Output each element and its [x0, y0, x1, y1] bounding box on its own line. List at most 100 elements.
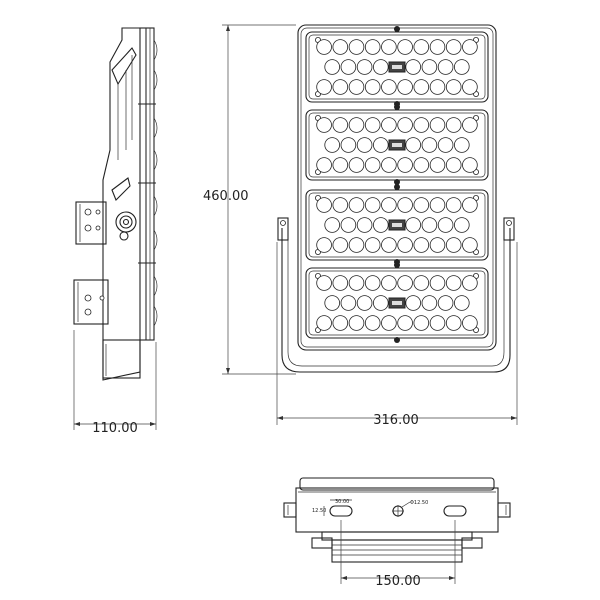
- led-lens: [397, 315, 413, 331]
- led-lens: [445, 315, 462, 331]
- connector-label-plate: [392, 143, 402, 147]
- led-lens: [340, 295, 357, 311]
- led-lens: [429, 39, 446, 55]
- front-housing: [297, 24, 497, 351]
- led-lens: [348, 315, 365, 331]
- led-lens: [340, 217, 357, 233]
- led-lens: [413, 157, 430, 173]
- depth-dimension: 110.00: [73, 330, 157, 436]
- side-bracket-arm: [111, 47, 137, 86]
- led-lens: [453, 217, 470, 233]
- led-lens: [445, 39, 462, 55]
- led-lens: [372, 137, 389, 153]
- led-lens: [356, 217, 373, 233]
- led-lens: [364, 275, 381, 291]
- led-lens: [397, 79, 413, 95]
- led-lens: [445, 117, 462, 133]
- led-lens: [316, 237, 332, 253]
- slot-width-label: 12.50: [312, 508, 326, 514]
- led-lens: [381, 197, 397, 213]
- led-lens: [421, 217, 438, 233]
- led-lens: [462, 117, 478, 133]
- led-lens: [453, 59, 470, 75]
- led-lens: [324, 295, 341, 311]
- led-lens: [462, 275, 478, 291]
- lower-bracket-plate: [73, 279, 109, 325]
- led-lens: [332, 275, 349, 291]
- led-lens: [397, 237, 413, 253]
- yoke-pivot-right: [503, 217, 515, 241]
- led-lens: [397, 157, 413, 173]
- led-lens: [445, 157, 462, 173]
- module-screw: [394, 26, 400, 32]
- depth-label: 110.00: [92, 421, 138, 436]
- led-module: [305, 26, 489, 107]
- led-lens: [332, 157, 349, 173]
- led-modules: [305, 26, 489, 343]
- led-lens: [445, 197, 462, 213]
- led-lens: [364, 315, 381, 331]
- front-yoke: [281, 228, 511, 373]
- slot-length-label: 30.00: [335, 499, 349, 505]
- led-lens: [372, 295, 389, 311]
- led-lens: [381, 117, 397, 133]
- yoke-pivot-left: [277, 217, 289, 241]
- width-label: 316.00: [373, 413, 419, 428]
- side-view: [73, 27, 158, 381]
- led-lens: [429, 275, 446, 291]
- led-lens: [381, 237, 397, 253]
- led-lens: [413, 79, 430, 95]
- led-lens: [364, 197, 381, 213]
- led-lens: [364, 117, 381, 133]
- led-lens: [381, 39, 397, 55]
- led-lens: [348, 157, 365, 173]
- led-lens: [453, 295, 470, 311]
- led-lens: [348, 117, 365, 133]
- led-lens: [462, 237, 478, 253]
- led-lens: [364, 237, 381, 253]
- led-lens: [316, 315, 332, 331]
- upper-bracket-plate: [75, 201, 107, 245]
- led-lens: [340, 137, 357, 153]
- led-lens: [356, 137, 373, 153]
- mount-spacing-dimension: 150.00: [340, 520, 456, 589]
- led-lens: [405, 137, 422, 153]
- led-lens: [413, 117, 430, 133]
- led-lens: [462, 315, 478, 331]
- led-lens: [397, 197, 413, 213]
- led-lens: [437, 217, 454, 233]
- pivot-knob: [115, 211, 137, 233]
- module-screw: [394, 179, 400, 185]
- led-lens: [332, 237, 349, 253]
- side-bottom-block: [102, 339, 141, 379]
- led-lens: [381, 275, 397, 291]
- led-lens: [462, 39, 478, 55]
- width-dimension: 316.00: [276, 242, 518, 428]
- led-lens: [324, 217, 341, 233]
- mount-spacing-label: 150.00: [375, 574, 421, 589]
- led-lens: [316, 39, 332, 55]
- connector-label-plate: [392, 223, 402, 227]
- module-screw: [394, 337, 400, 343]
- hole-diameter-label: Φ12.50: [410, 500, 428, 506]
- led-lens: [413, 237, 430, 253]
- led-lens: [348, 39, 365, 55]
- led-lens: [348, 275, 365, 291]
- led-lens: [332, 39, 349, 55]
- led-lens: [324, 137, 341, 153]
- led-lens: [445, 237, 462, 253]
- led-lens: [421, 137, 438, 153]
- led-lens: [316, 79, 332, 95]
- led-lens: [429, 157, 446, 173]
- led-lens: [429, 79, 446, 95]
- led-lens: [437, 137, 454, 153]
- led-lens: [381, 315, 397, 331]
- led-lens: [413, 39, 430, 55]
- led-lens: [316, 117, 332, 133]
- led-lens: [364, 39, 381, 55]
- led-lens: [356, 59, 373, 75]
- led-module: [305, 262, 489, 343]
- led-lens: [462, 79, 478, 95]
- height-label: 460.00: [203, 189, 249, 204]
